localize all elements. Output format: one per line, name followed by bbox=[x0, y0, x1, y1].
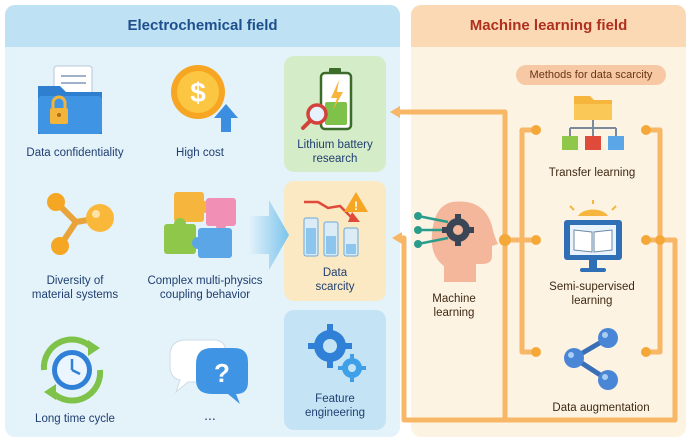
gears-icon bbox=[308, 324, 366, 382]
ml-head-icon bbox=[414, 201, 498, 282]
clock-cycle-icon bbox=[40, 336, 104, 404]
challenge-label-confidentiality: Data confidentiality bbox=[26, 147, 124, 159]
electrochemical-title: Electrochemical field bbox=[127, 17, 278, 34]
transfer-learning-icon bbox=[562, 96, 624, 150]
puzzle-icon bbox=[164, 192, 236, 258]
svg-text:$: $ bbox=[190, 77, 206, 108]
electrochemical-header bbox=[5, 5, 400, 47]
battery-magnifier-icon bbox=[301, 68, 353, 131]
methods-title: Methods for data scarcity bbox=[516, 65, 666, 85]
feature-engineering-box bbox=[284, 310, 386, 430]
ml-title: Machine learning field bbox=[469, 17, 628, 34]
semi-supervised-icon bbox=[564, 200, 622, 272]
method-label-transfer: Transfer learning bbox=[548, 167, 636, 179]
molecule-icon bbox=[47, 193, 114, 255]
right-arrow-icon bbox=[249, 200, 289, 270]
svg-text:?: ? bbox=[214, 358, 230, 388]
challenge-label-time: Long time cycle bbox=[35, 413, 115, 425]
cost-coin-icon: $ bbox=[171, 65, 238, 132]
question-bubble-icon: ? bbox=[169, 339, 248, 404]
svg-text:!: ! bbox=[354, 199, 358, 213]
challenge-label-cost: High cost bbox=[176, 147, 224, 159]
challenge-label-more: ... bbox=[204, 407, 216, 423]
declining-chart-icon: ! bbox=[303, 192, 368, 257]
ml-header bbox=[411, 5, 686, 47]
folder-lock-icon bbox=[38, 65, 102, 134]
data-augmentation-icon bbox=[564, 328, 618, 390]
method-label-augmentation: Data augmentation bbox=[552, 402, 650, 414]
